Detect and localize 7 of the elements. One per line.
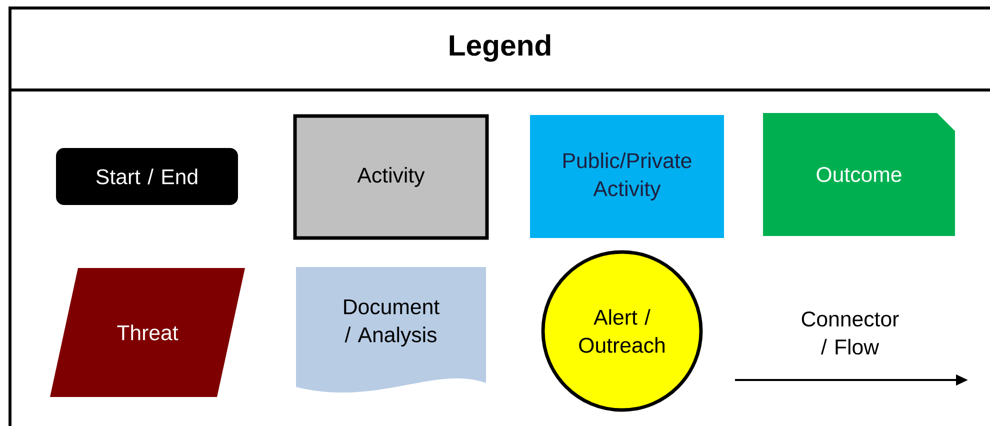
connector-label: Connector / Flow: [802, 311, 899, 355]
outcome-box: Outcome: [763, 113, 955, 236]
activity-box: Activity: [293, 114, 489, 240]
public-private-activity-box: Public/Private Activity: [530, 115, 724, 238]
threat-parallelogram: Threat: [50, 268, 245, 397]
start-end-terminal: Start / End: [56, 148, 238, 205]
legend-title: Legend: [450, 34, 550, 62]
